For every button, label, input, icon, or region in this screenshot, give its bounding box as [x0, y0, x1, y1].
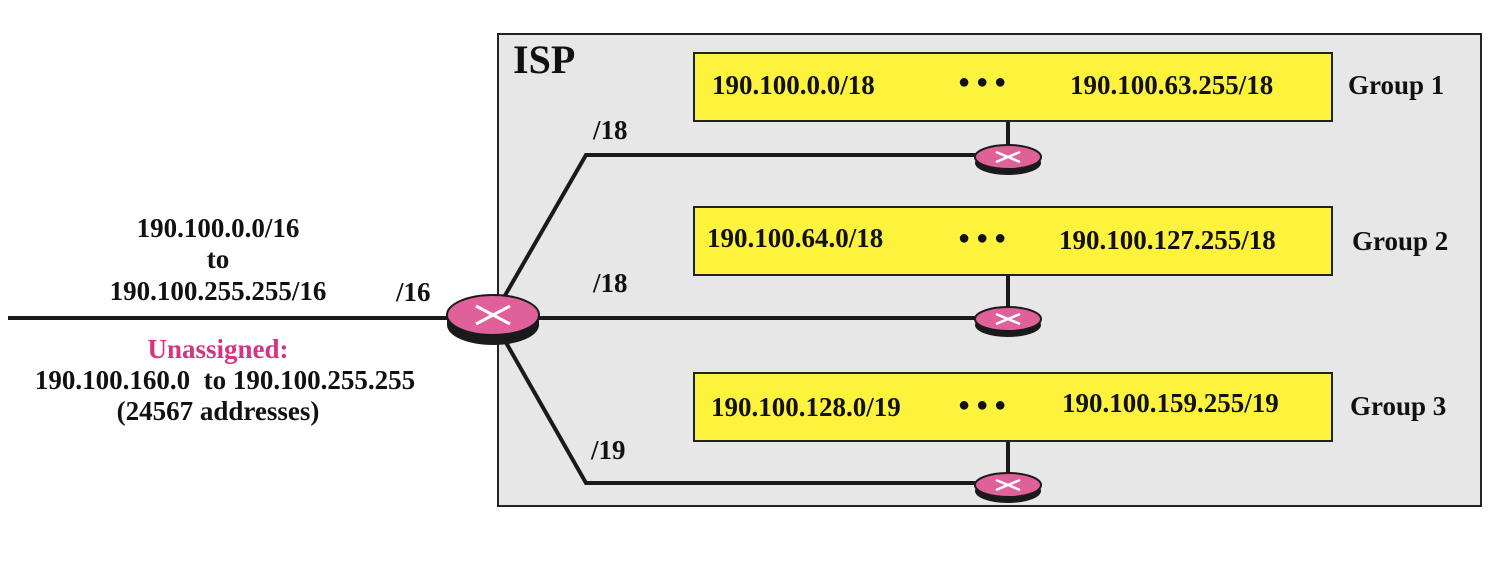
block-start: 190.100.0.0/16: [136, 213, 300, 243]
group-1-start: 190.100.0.0/18: [712, 70, 875, 100]
group-3-box: [693, 372, 1333, 442]
link-group-1: [490, 153, 990, 319]
group-3-end: 190.100.159.255/19: [1062, 388, 1279, 418]
group-2-router-icon: [974, 306, 1042, 337]
unassigned-title: Unassigned:: [147, 334, 289, 364]
main-router-icon: [446, 294, 540, 345]
block-prefix: /16: [396, 277, 431, 307]
group-3-start: 190.100.128.0/19: [711, 392, 901, 422]
group-2-box: [693, 206, 1333, 276]
group-1-prefix: /18: [593, 115, 628, 145]
block-end: 190.100.255.255/16: [109, 276, 327, 306]
group-2-start: 190.100.64.0/18: [707, 223, 884, 253]
group-2-prefix: /18: [593, 268, 628, 298]
unassigned-count: (24567 addresses): [116, 396, 320, 426]
group-2-end: 190.100.127.255/18: [1059, 225, 1276, 255]
group-3-dots: ●●●: [958, 394, 1013, 416]
block-to: to: [206, 244, 230, 274]
group-1-router-icon: [974, 144, 1042, 175]
group-2-label: Group 2: [1352, 226, 1449, 256]
group-1-label: Group 1: [1348, 70, 1445, 100]
group-3-prefix: /19: [591, 435, 626, 465]
unassigned-range: 190.100.160.0 to 190.100.255.255: [34, 365, 416, 395]
isp-label: ISP: [513, 37, 576, 82]
group-1-end: 190.100.63.255/18: [1070, 70, 1274, 100]
group-3-router-icon: [974, 472, 1042, 503]
link-group-3: [490, 317, 990, 485]
group-1-box: [693, 52, 1333, 122]
group-2-dots: ●●●: [958, 227, 1013, 249]
group-3-label: Group 3: [1350, 391, 1447, 421]
group-1-dots: ●●●: [958, 71, 1013, 93]
